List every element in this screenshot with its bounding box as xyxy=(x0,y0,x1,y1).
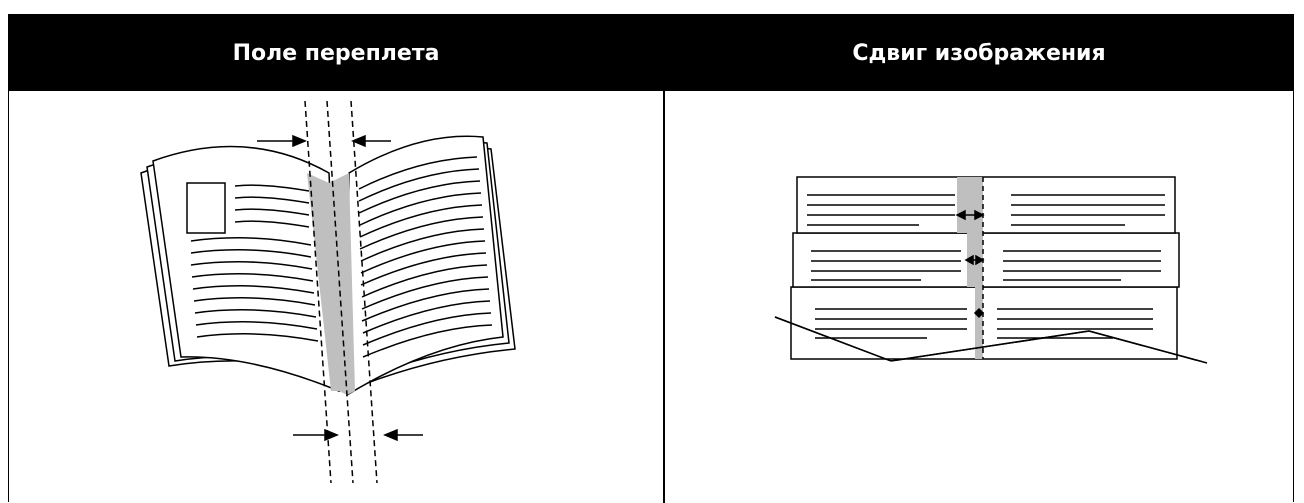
sheet-bottom xyxy=(790,286,1178,360)
shift-arrows xyxy=(955,209,985,319)
column-header-image-shift: Сдвиг изображения xyxy=(665,15,1293,91)
image-shift-figure-cell xyxy=(665,91,1293,503)
binding-margin-illustration xyxy=(140,100,516,484)
sheet-middle xyxy=(792,232,1180,288)
right-page-text-lines xyxy=(358,156,493,358)
bottom-dimension-arrows xyxy=(293,428,423,442)
image-shift-illustration xyxy=(665,176,1293,503)
shift-shade-bottom xyxy=(975,287,983,359)
sheet-text-lines xyxy=(807,194,1165,339)
header-title: Сдвиг изображения xyxy=(852,40,1106,66)
shift-shade-top xyxy=(957,177,983,233)
left-page-text-lines xyxy=(190,184,319,342)
picture-placeholder xyxy=(186,182,226,234)
top-dimension-arrows xyxy=(257,134,391,148)
column-header-binding-margin: Поле переплета xyxy=(9,15,663,91)
binding-margin-figure-cell xyxy=(9,91,663,503)
gutter-guide-lines xyxy=(304,100,378,484)
illustration-table: Поле переплета Сдвиг изображения xyxy=(8,14,1294,503)
header-title: Поле переплета xyxy=(232,40,440,66)
gutter-margin-shade xyxy=(307,173,355,395)
column-divider xyxy=(663,15,665,503)
